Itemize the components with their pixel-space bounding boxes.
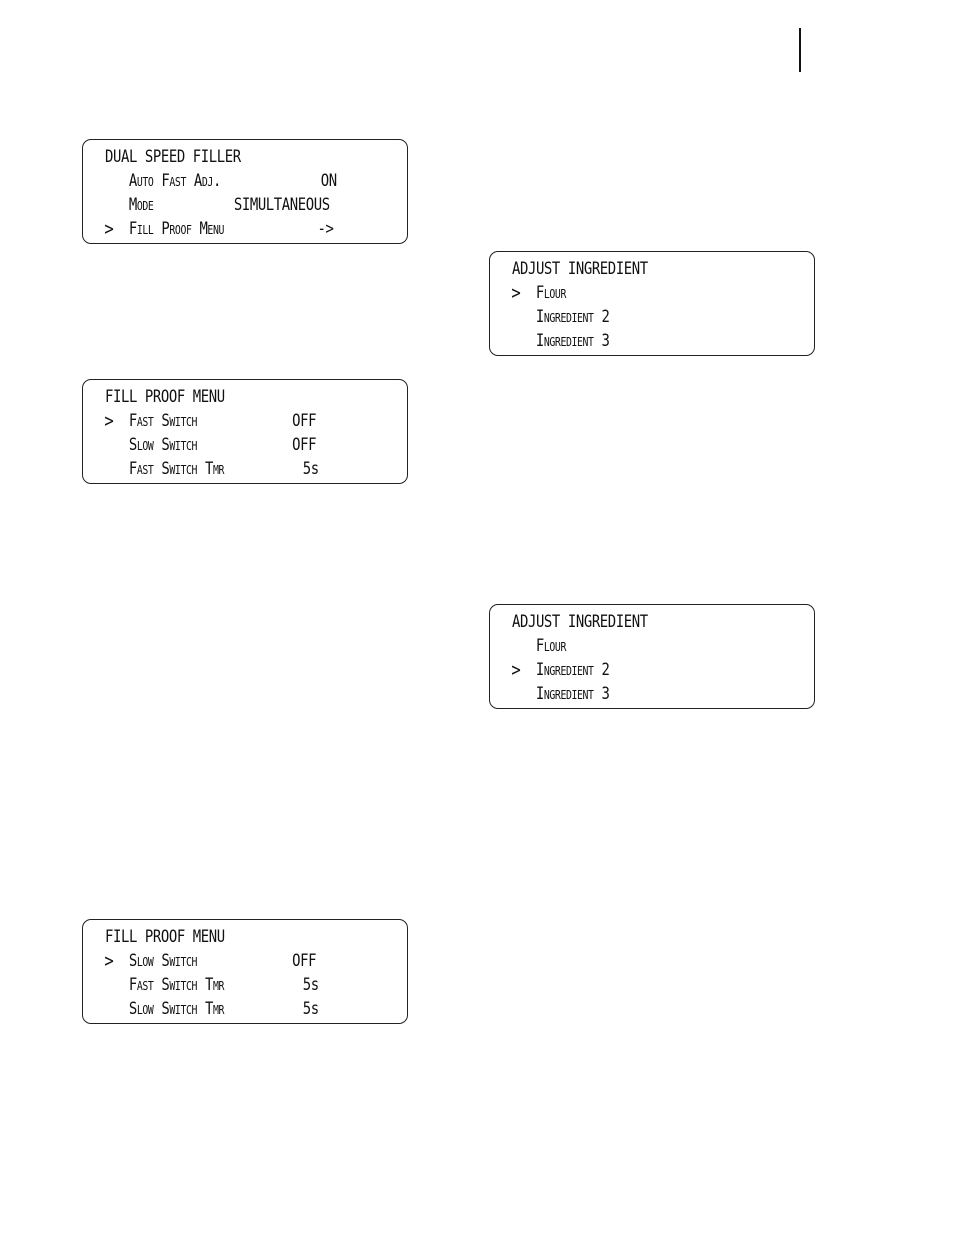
row-value: 5s	[302, 459, 319, 479]
lcd-row[interactable]: Ingredient 2	[490, 305, 756, 329]
page-header-rule	[799, 28, 801, 72]
row-label: Fast Switch Tmr	[128, 975, 224, 995]
lcd-title: ADJUST INGREDIENT	[512, 612, 648, 632]
row-value: SIMULTANEOUS	[233, 195, 330, 215]
lcd-row[interactable]: Mode SIMULTANEOUS	[83, 193, 349, 217]
cursor-indicator: >	[104, 218, 114, 240]
row-value: ON	[320, 171, 337, 191]
lcd-title: FILL PROOF MENU	[105, 387, 225, 407]
row-value: OFF	[292, 435, 317, 455]
lcd-row[interactable]: Ingredient 3	[490, 329, 756, 353]
lcd-row[interactable]: > Slow Switch OFF	[83, 949, 349, 973]
row-label: Ingredient 3	[535, 331, 610, 351]
lcd-row[interactable]: > Ingredient 2	[490, 658, 756, 682]
lcd-row[interactable]: Ingredient 3	[490, 682, 756, 706]
lcd-row[interactable]: Slow Switch Tmr 5s	[83, 997, 349, 1021]
lcd-title: FILL PROOF MENU	[105, 927, 225, 947]
lcd-adjust-ingredient-1: ADJUST INGREDIENT > Flour Ingredient 2 I…	[489, 251, 815, 356]
row-label: Fill Proof Menu	[128, 219, 224, 239]
arrow-indicator: ->	[317, 219, 334, 239]
lcd-row[interactable]: Fast Switch Tmr 5s	[83, 973, 349, 997]
row-label: Fast Switch	[128, 411, 197, 431]
cursor-indicator: >	[511, 659, 521, 681]
lcd-adjust-ingredient-2: ADJUST INGREDIENT Flour > Ingredient 2 I…	[489, 604, 815, 709]
row-value: OFF	[292, 951, 317, 971]
row-value: 5s	[302, 999, 319, 1019]
cursor-indicator: >	[104, 950, 114, 972]
lcd-title: ADJUST INGREDIENT	[512, 259, 648, 279]
row-label: Flour	[535, 636, 566, 656]
row-label: Slow Switch	[128, 951, 197, 971]
lcd-row[interactable]: > Fast Switch OFF	[83, 409, 349, 433]
lcd-row[interactable]: Fast Switch Tmr 5s	[83, 457, 349, 481]
lcd-dual-speed-filler: DUAL SPEED FILLER Auto Fast Adj. ON Mode…	[82, 139, 408, 244]
row-value: OFF	[292, 411, 317, 431]
cursor-indicator: >	[104, 410, 114, 432]
lcd-row[interactable]: Slow Switch OFF	[83, 433, 349, 457]
lcd-row[interactable]: > Fill Proof Menu ->	[83, 217, 349, 241]
lcd-fill-proof-menu-1: FILL PROOF MENU > Fast Switch OFF Slow S…	[82, 379, 408, 484]
row-value: 5s	[302, 975, 319, 995]
row-label: Slow Switch	[128, 435, 197, 455]
cursor-indicator: >	[511, 282, 521, 304]
lcd-row[interactable]: > Flour	[490, 281, 756, 305]
row-label: Ingredient 2	[535, 660, 610, 680]
row-label: Ingredient 2	[535, 307, 610, 327]
lcd-fill-proof-menu-2: FILL PROOF MENU > Slow Switch OFF Fast S…	[82, 919, 408, 1024]
lcd-row[interactable]: Auto Fast Adj. ON	[83, 169, 349, 193]
row-label: Ingredient 3	[535, 684, 610, 704]
lcd-row[interactable]: Flour	[490, 634, 756, 658]
row-label: Mode	[128, 195, 154, 215]
lcd-title: DUAL SPEED FILLER	[105, 147, 241, 167]
row-label: Fast Switch Tmr	[128, 459, 224, 479]
row-label: Auto Fast Adj.	[128, 171, 221, 191]
row-label: Flour	[535, 283, 566, 303]
row-label: Slow Switch Tmr	[128, 999, 224, 1019]
